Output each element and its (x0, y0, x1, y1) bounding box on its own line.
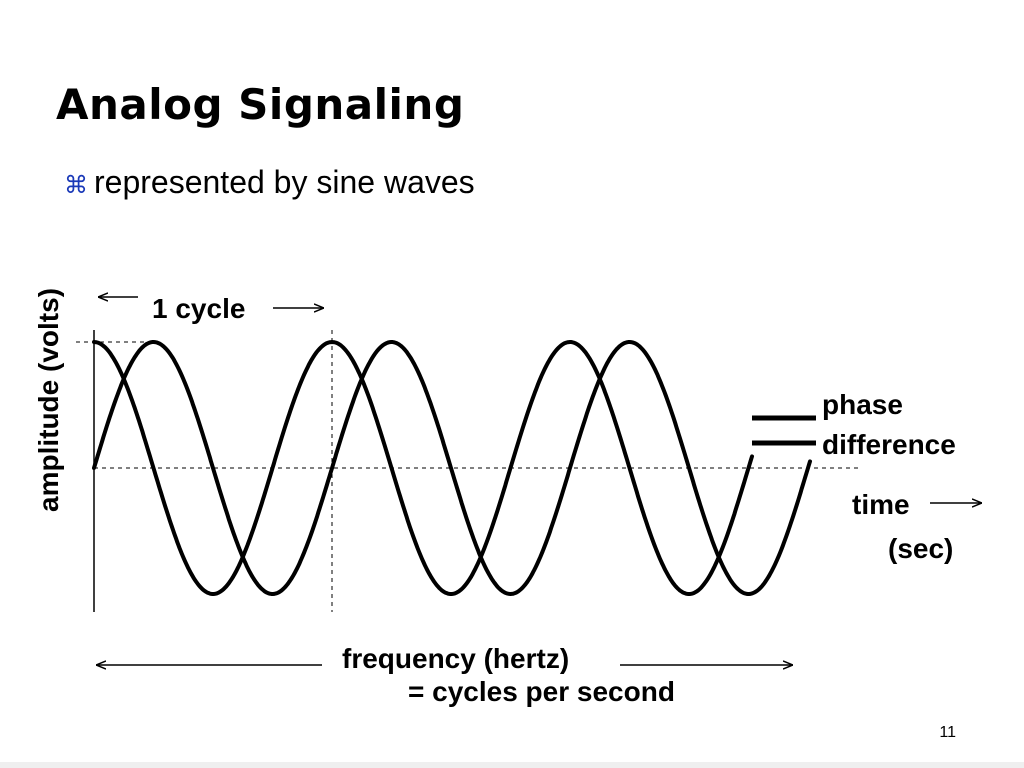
place-of-interest-icon: ⌘ (64, 171, 88, 199)
cycle-label: 1 cycle (152, 293, 245, 324)
y-axis-label: amplitude (volts) (33, 288, 64, 512)
bottom-bar (0, 762, 1024, 768)
frequency-label: frequency (hertz) (342, 643, 569, 674)
time-label: time (852, 489, 910, 520)
slide-title: Analog Signaling (56, 80, 465, 129)
phase-label-line1: phase (822, 389, 903, 420)
time-unit-label: (sec) (888, 533, 953, 564)
bullet-item: ⌘ represented by sine waves (64, 164, 475, 201)
frequency-definition: = cycles per second (408, 676, 675, 707)
bullet-text: represented by sine waves (94, 164, 475, 200)
page-number: 11 (939, 724, 956, 741)
sine-wave-a (92, 340, 754, 596)
phase-label-line2: difference (822, 429, 956, 460)
sine-wave-b (92, 340, 812, 596)
